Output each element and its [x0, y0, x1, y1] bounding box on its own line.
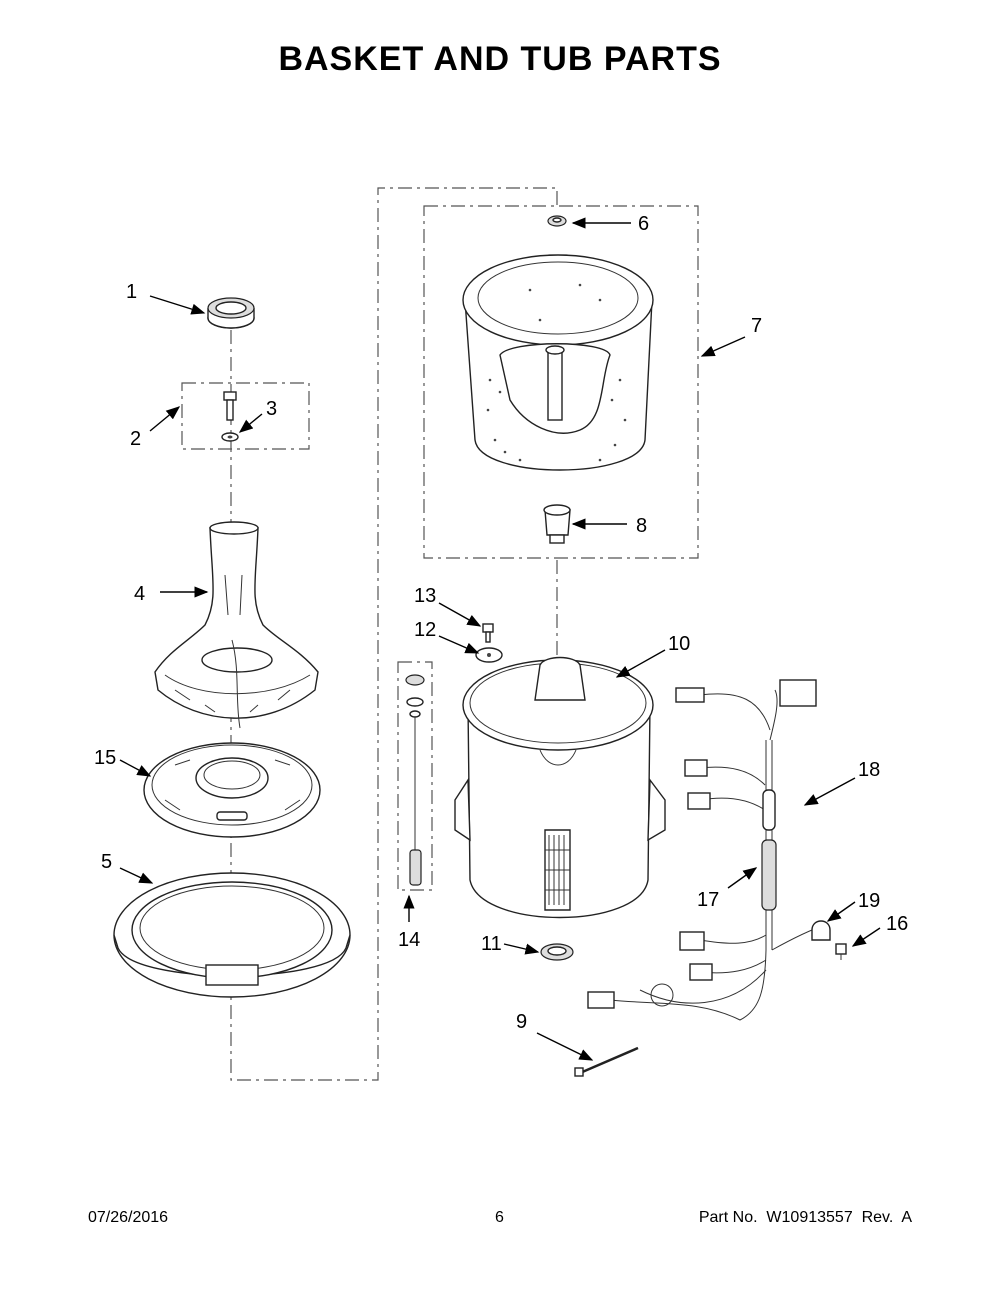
part-7-basket — [462, 254, 654, 471]
part-8-coupling — [543, 504, 571, 544]
callout-5: 5 — [101, 851, 112, 873]
part-19-clamp — [811, 920, 831, 941]
callout-3: 3 — [266, 398, 277, 420]
callout-11: 11 — [481, 933, 502, 955]
part-16-screw — [835, 943, 847, 960]
part-9-tie — [574, 1046, 639, 1077]
part-11-seal — [540, 943, 574, 961]
footer-part-number: Part No. W10913557 Rev. A — [698, 1209, 912, 1226]
callout-9: 9 — [516, 1011, 527, 1033]
part-6-bearing — [547, 215, 567, 227]
callout-16: 16 — [886, 913, 908, 935]
callout-1: 1 — [126, 281, 137, 303]
callout-14: 14 — [398, 929, 420, 951]
callout-4: 4 — [134, 583, 145, 605]
part-1-cap — [207, 297, 255, 329]
callout-6: 6 — [638, 213, 649, 235]
callout-8: 8 — [636, 515, 647, 537]
callout-13: 13 — [414, 585, 436, 607]
callout-arrows — [119, 217, 881, 1061]
footer-page-number: 6 — [495, 1209, 504, 1226]
part-13-screw — [482, 623, 494, 643]
part-4-impeller — [154, 521, 319, 729]
callout-12: 12 — [414, 619, 436, 641]
part-2-bolt — [221, 391, 239, 442]
part-14-rod — [405, 674, 425, 886]
harness-connectors — [587, 679, 817, 1009]
part-15-plate — [143, 742, 321, 838]
callout-18: 18 — [858, 759, 880, 781]
callout-10: 10 — [668, 633, 690, 655]
page-title: BASKET AND TUB PARTS — [278, 40, 722, 78]
callout-7: 7 — [751, 315, 762, 337]
callout-2: 2 — [130, 428, 141, 450]
callout-17: 17 — [697, 889, 719, 911]
footer-date: 07/26/2016 — [88, 1209, 169, 1226]
part-12-clip — [475, 647, 503, 663]
callout-19: 19 — [858, 890, 880, 912]
callout-15: 15 — [94, 747, 116, 769]
part-10-tub — [454, 656, 666, 919]
callout-labels: 1 2 3 4 5 6 7 8 9 10 11 12 13 14 15 16 1… — [94, 213, 908, 1033]
part-5-ring — [113, 872, 351, 998]
